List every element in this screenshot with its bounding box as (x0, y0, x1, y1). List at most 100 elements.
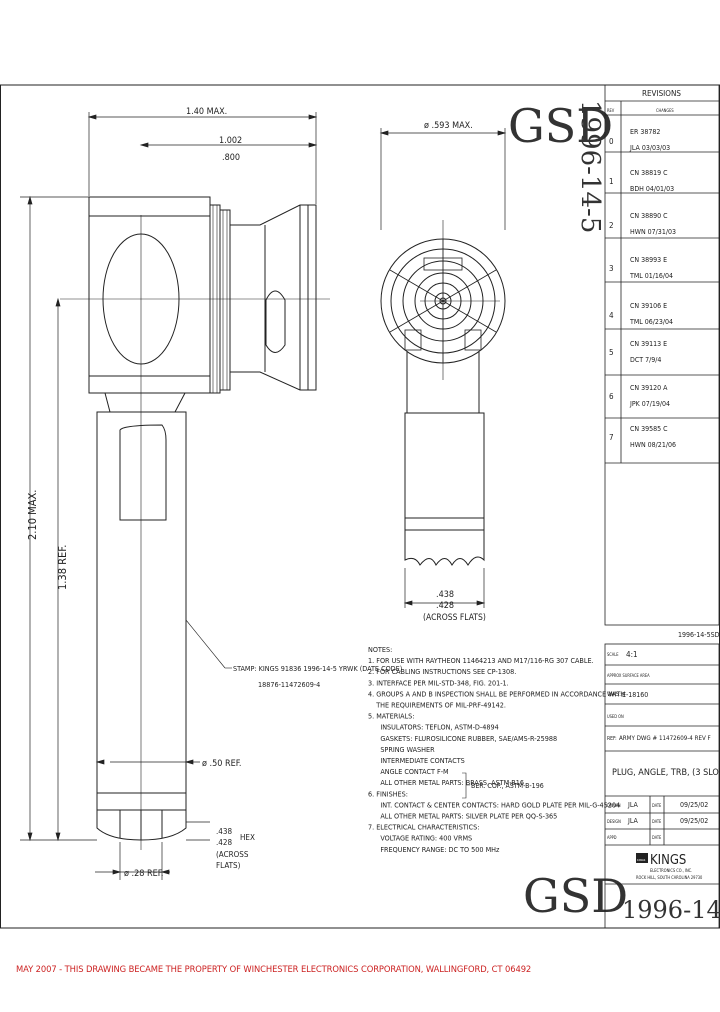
rev-number: 3 (609, 264, 614, 273)
drawn-label: DRAWN (607, 803, 621, 808)
dim-438a: .438 (436, 590, 454, 600)
dim-210: 2.10 MAX. (26, 490, 39, 540)
stamp-line2: 18876-11472609-4 (258, 680, 320, 689)
dim-593: ø .593 MAX. (424, 121, 473, 131)
note-line: FREQUENCY RANGE: DC TO 500 MHz (368, 845, 500, 854)
gsd-logo-bottom: GSD (523, 869, 628, 923)
rev-number: 4 (609, 311, 614, 320)
rev-line2: HWN 08/21/06 (630, 441, 676, 449)
rev-line1: CN 39113 E (630, 340, 667, 348)
note-line: ANGLE CONTACT F-M (368, 767, 449, 776)
note-line: ALL OTHER METAL PARTS: SILVER PLATE PER … (368, 812, 557, 821)
note-line: THE REQUIREMENTS OF MIL-PRF-49142. (368, 701, 506, 710)
design-by: JLA (627, 817, 639, 825)
note-line: 5. MATERIALS: (368, 712, 414, 721)
rev-number: 2 (609, 221, 614, 230)
rev-line2: DCT 7/9/4 (630, 356, 661, 364)
note-line: NOTES: (368, 645, 392, 654)
rev-line2: JLA 03/03/03 (629, 144, 670, 152)
dim-flats-a: (ACROSS FLATS) (423, 613, 486, 623)
rev-line2: JPK 07/19/04 (629, 400, 670, 408)
rev-number: 1 (609, 177, 614, 186)
appd-label: APPD (607, 835, 617, 840)
revisions-col-changes: CHANGES (656, 108, 674, 113)
dim-hex: HEX (240, 833, 255, 842)
notes: NOTES: 1. FOR USE WITH RAYTHEON 11464213 … (368, 645, 625, 854)
dim-800: .800 (222, 153, 240, 163)
company-name: KINGS (650, 853, 686, 868)
company-line1: ELECTRONICS CO., INC. (650, 868, 692, 873)
beryllium-note: BER. COP., ASTM-B-196 (471, 782, 544, 790)
front-view (380, 238, 506, 567)
design-date: 09/25/02 (680, 817, 708, 825)
rev-line1: ER 38782 (630, 128, 660, 136)
note-line: INTERMEDIATE CONTACTS (368, 756, 465, 765)
revisions-col-rev: REV (607, 108, 615, 113)
dim-flats-b-1: (ACROSS (216, 850, 249, 859)
note-line: ALL OTHER METAL PARTS: BRASS, ASTM-B16 (368, 778, 524, 787)
rev-line1: CN 38993 E (630, 256, 667, 264)
note-line: 4. GROUPS A AND B INSPECTION SHALL BE PE… (368, 689, 625, 698)
revision-rows: 0 ER 38782 JLA 03/03/03 1 CN 38819 C BDH… (609, 128, 676, 449)
part-number-box: 1996-14-5 (622, 896, 720, 924)
dim-138: 1.38 REF. (56, 545, 69, 590)
rev-line2: TML 06/23/04 (629, 318, 673, 326)
company-logo: KINGS KINGS ELECTRONICS CO., INC. ROCK H… (636, 853, 703, 880)
rev-line2: BDH 04/01/03 (630, 185, 674, 193)
dim-438b: .438 (216, 827, 232, 836)
company-line2: ROCK HILL, SOUTH CAROLINA 29730 (636, 875, 703, 880)
side-view (88, 196, 317, 841)
scale-value: 4:1 (626, 650, 638, 659)
rev-line1: CN 39106 E (630, 302, 667, 310)
appd-date-label: DATE (652, 835, 662, 840)
note-line: VOLTAGE RATING: 400 VRMS (368, 834, 472, 843)
revisions-header: REVISIONS (642, 89, 681, 98)
front-dimensions (379, 128, 507, 608)
was-value: E-18160 (622, 691, 648, 699)
part-number-vertical: 1996-14-5 (575, 100, 605, 233)
approx-label: APPROX SURFACE AREA (607, 673, 650, 678)
note-line: 3. INTERFACE PER MIL-STD-348, FIG. 201-1… (368, 678, 509, 687)
notes-brace (462, 772, 470, 799)
design-date-label: DATE (652, 819, 662, 824)
note-line: GASKETS: FLUROSILICONE RUBBER, SAE/AMS-R… (368, 734, 557, 743)
description: PLUG, ANGLE, TRB, (3 SLOT) (612, 768, 720, 778)
note-line: INT. CONTACT & CENTER CONTACTS: HARD GOL… (368, 800, 620, 809)
part-number-small: 1996-14-5SD (678, 631, 720, 639)
gsd-logo-top: GSD (508, 99, 613, 153)
revisions-table (604, 84, 720, 626)
rev-line1: CN 38890 C (630, 212, 668, 220)
footer-ownership-note: MAY 2007 - THIS DRAWING BECAME THE PROPE… (16, 964, 532, 974)
stamp-leader (185, 619, 232, 669)
note-line: 2. FOR CABLING INSTRUCTIONS SEE CP-1308. (368, 667, 516, 676)
company-prefix: KINGS (637, 858, 646, 862)
used-on-label: USED ON (607, 714, 624, 719)
rev-line1: CN 38819 C (630, 169, 668, 177)
title-block (604, 643, 720, 929)
rev-number: 0 (609, 137, 614, 146)
dim-28: ø .28 REF. (124, 869, 164, 879)
ref-label: REF: (607, 736, 617, 742)
note-line: 1. FOR USE WITH RAYTHEON 11464213 AND M1… (368, 656, 594, 665)
centerlines (60, 215, 500, 850)
dim-428b: .428 (216, 838, 232, 847)
dim-140: 1.40 MAX. (186, 107, 227, 117)
ref-value: ARMY DWG # 11472609-4 REV F (619, 735, 711, 742)
rev-line2: HWN 07/31/03 (630, 228, 676, 236)
rev-number: 6 (609, 392, 614, 401)
stamp-line1: STAMP: KINGS 91836 1996-14-5 YRWK (DATE … (233, 664, 402, 673)
was-label: WAS: (607, 691, 621, 698)
rev-line2: TML 01/16/04 (629, 272, 673, 280)
design-label: DESIGN (607, 819, 621, 824)
note-line: SPRING WASHER (368, 745, 435, 754)
dim-1002: 1.002 (219, 136, 242, 146)
rev-line1: CN 39585 C (630, 425, 668, 433)
drawn-date-label: DATE (652, 803, 662, 808)
note-line: INSULATORS: TEFLON, ASTM-D-4894 (368, 723, 499, 732)
drawn-date: 09/25/02 (680, 801, 708, 809)
dim-flats-b-2: FLATS) (216, 861, 241, 870)
rev-number: 7 (609, 433, 614, 442)
dim-50: ø .50 REF. (202, 759, 242, 769)
note-line: 6. FINISHES: (368, 789, 408, 798)
